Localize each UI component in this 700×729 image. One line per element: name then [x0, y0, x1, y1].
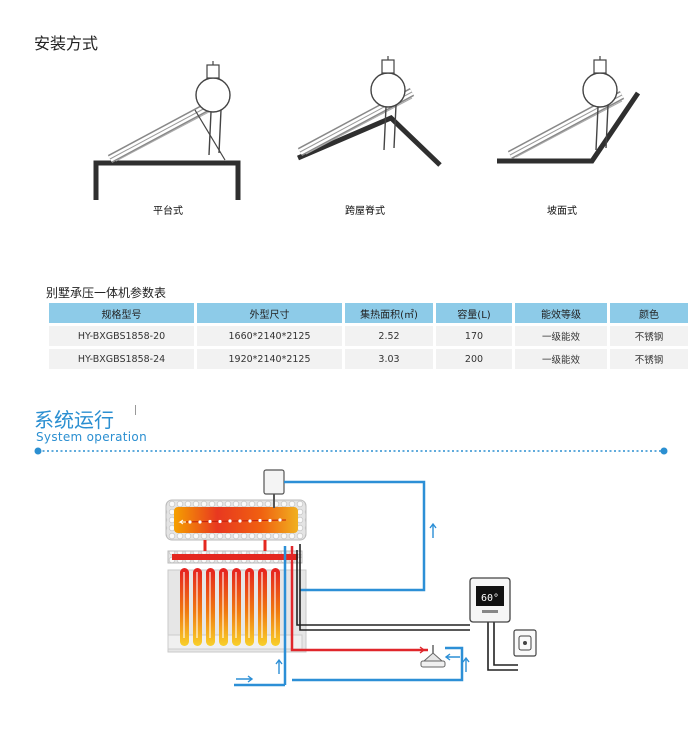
vacuum-tube-highlight — [209, 572, 211, 638]
cell-area: 2.52 — [345, 326, 433, 346]
cell-efficiency: 一级能效 — [515, 349, 607, 369]
ridge-roof-drawing — [298, 55, 442, 167]
col-header-efficiency: 能效等级 — [515, 303, 607, 323]
system-section-subtitle: System operation — [36, 430, 147, 444]
cell-capacity: 170 — [436, 326, 512, 346]
caption-ridge: 跨屋脊式 — [345, 206, 385, 217]
vacuum-tubes — [180, 568, 280, 646]
tank-sensor-box — [263, 469, 285, 508]
cell-efficiency: 一级能效 — [515, 326, 607, 346]
cell-capacity: 200 — [436, 349, 512, 369]
table-row: HY-BXGBS1858-20 1660*2140*2125 2.52 170 … — [49, 326, 688, 346]
flat-platform-drawing — [93, 60, 241, 200]
col-header-color: 颜色 — [610, 303, 688, 323]
cell-color: 不锈钢 — [610, 326, 688, 346]
col-header-capacity: 容量(L) — [436, 303, 512, 323]
dotted-divider — [34, 447, 668, 455]
flow-arrows — [236, 522, 470, 683]
caption-slope: 坡面式 — [547, 206, 577, 217]
controller-unit: 60° — [469, 577, 511, 623]
vacuum-tube-highlight — [274, 572, 276, 638]
header-manifold — [167, 540, 303, 564]
spec-table-title: 别墅承压一体机参数表 — [46, 286, 167, 300]
table-row: HY-BXGBS1858-24 1920*2140*2125 3.03 200 … — [49, 349, 688, 369]
install-section-title: 安装方式 — [34, 34, 99, 53]
system-section-title: 系统运行 — [34, 408, 114, 432]
cell-dimensions: 1920*2140*2125 — [197, 349, 342, 369]
wall-socket — [513, 629, 537, 657]
caption-flat: 平台式 — [153, 206, 183, 217]
col-header-model: 规格型号 — [49, 303, 194, 323]
hot-water-pipes — [290, 546, 428, 652]
cell-model: HY-BXGBS1858-20 — [49, 326, 194, 346]
col-header-dimensions: 外型尺寸 — [197, 303, 342, 323]
cell-dimensions: 1660*2140*2125 — [197, 326, 342, 346]
vacuum-tube-highlight — [248, 572, 250, 638]
vacuum-tube-highlight — [261, 572, 263, 638]
col-header-area: 集热面积(㎡) — [345, 303, 433, 323]
spec-table-header-row: 规格型号 外型尺寸 集热面积(㎡) 容量(L) 能效等级 颜色 — [49, 303, 688, 323]
vacuum-tube-highlight — [235, 572, 237, 638]
vacuum-tube-highlight — [222, 572, 224, 638]
storage-tank — [165, 499, 307, 541]
cold-water-pipes — [234, 480, 464, 687]
cell-area: 3.03 — [345, 349, 433, 369]
slope-roof-drawing — [497, 55, 641, 164]
vacuum-tube-highlight — [183, 572, 185, 638]
cell-color: 不锈钢 — [610, 349, 688, 369]
controller-display-value: 60° — [481, 593, 499, 604]
mixing-valve — [420, 645, 446, 668]
vacuum-tube-highlight — [196, 572, 198, 638]
installation-illustrations — [93, 55, 641, 200]
system-diagram: 60° — [165, 469, 537, 687]
spec-table: 规格型号 外型尺寸 集热面积(㎡) 容量(L) 能效等级 颜色 HY-BXGBS… — [46, 300, 691, 372]
text-cursor-mark — [135, 405, 136, 415]
cell-model: HY-BXGBS1858-24 — [49, 349, 194, 369]
